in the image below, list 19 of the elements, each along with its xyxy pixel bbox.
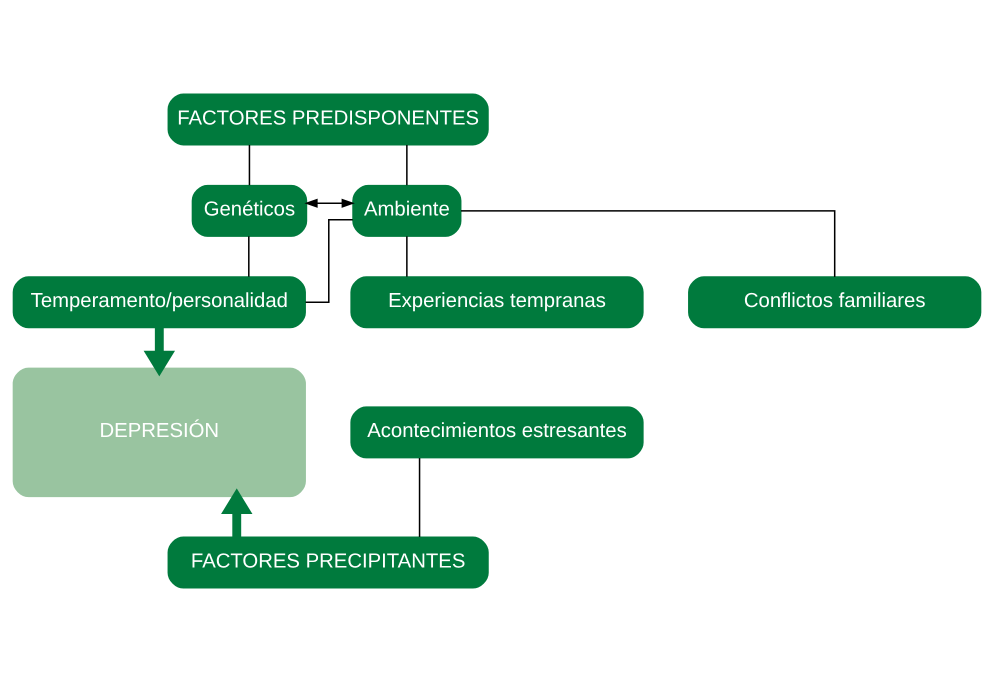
arrow bbox=[144, 327, 176, 376]
node-box: DEPRESIÓN bbox=[12, 367, 306, 497]
node-box: Ambiente bbox=[352, 184, 462, 236]
node-box: FACTORES PREDISPONENTES bbox=[168, 92, 489, 145]
node-box: Acontecimientos estresantes bbox=[350, 406, 644, 458]
node-box: Temperamento/personalidad bbox=[12, 276, 306, 328]
connector bbox=[406, 144, 408, 185]
node-box: Experiencias tempranas bbox=[350, 276, 644, 328]
connector bbox=[248, 144, 250, 185]
node-box: Conflictos familiares bbox=[688, 276, 982, 328]
connector bbox=[418, 458, 420, 536]
connector bbox=[306, 218, 353, 303]
arrow bbox=[221, 488, 252, 536]
connector bbox=[461, 210, 836, 276]
connector bbox=[248, 236, 250, 276]
node-box: FACTORES PRECIPITANTES bbox=[168, 536, 489, 588]
node-box: Genéticos bbox=[192, 184, 308, 236]
arrow bbox=[304, 198, 355, 208]
connector bbox=[406, 236, 408, 276]
